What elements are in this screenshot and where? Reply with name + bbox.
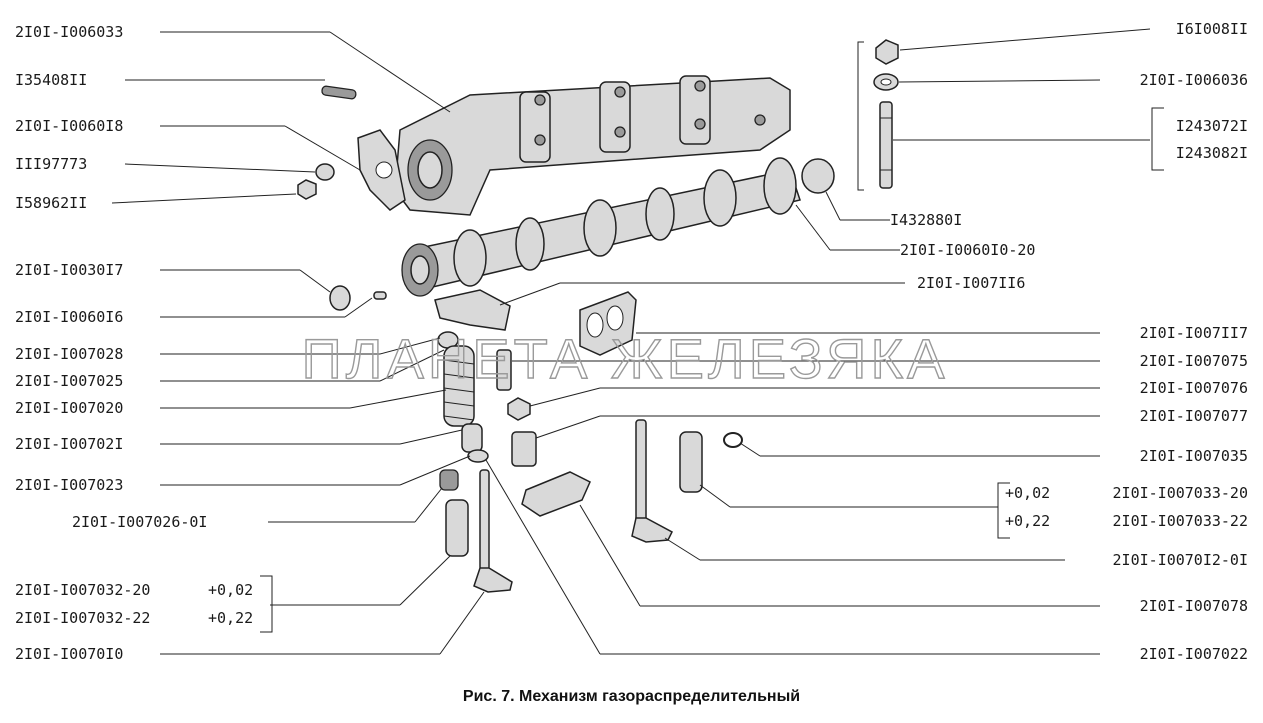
part-label: 2I0I-I007026-0I — [72, 513, 207, 531]
part-label: 2I0I-I007032-20 — [15, 581, 150, 599]
part-label: 2I0I-I0060I0-20 — [900, 241, 1035, 259]
part-label: III97773 — [15, 155, 87, 173]
part-label: 2I0I-I007025 — [15, 372, 123, 390]
part-label: I432880I — [890, 211, 962, 229]
stud-bracket — [857, 41, 864, 191]
tolerance-label: +0,02 — [208, 581, 253, 599]
stud-assembly — [873, 39, 899, 189]
tolerance-label: +0,02 — [1005, 484, 1050, 502]
gasket-plate — [357, 129, 406, 211]
tolerance-label: +0,22 — [208, 609, 253, 627]
labels-left: 2I0I-I006033 I35408II 2I0I-I0060I8 III97… — [15, 23, 253, 663]
part-label: 2I0I-I007II7 — [1140, 324, 1248, 342]
part-label: 2I0I-I0070I2-0I — [1113, 551, 1248, 569]
part-label: I243072I — [1176, 117, 1248, 135]
adjusting-bolt — [496, 349, 512, 391]
part-label: 2I0I-I006033 — [15, 23, 123, 41]
part-label: I6I008II — [1176, 20, 1248, 38]
part-label: I35408II — [15, 71, 87, 89]
part-label: 2I0I-I007II6 — [917, 274, 1025, 292]
part-label: 2I0I-I007022 — [1140, 645, 1248, 663]
valve-guide — [445, 499, 469, 557]
part-label: 2I0I-I0030I7 — [15, 261, 123, 279]
part-label: 2I0I-I007077 — [1140, 407, 1248, 425]
valve-spring-assembly — [437, 331, 489, 463]
part-label: 2I0I-I007076 — [1140, 379, 1248, 397]
pin-part — [321, 85, 357, 100]
part-label: I243082I — [1176, 144, 1248, 162]
labels-right: I6I008II 2I0I-I006036 I243072I I243082I … — [890, 20, 1248, 663]
part-label: 2I0I-I007075 — [1140, 352, 1248, 370]
part-label: 2I0I-I0070I0 — [15, 645, 123, 663]
part-label: 2I0I-I007032-22 — [15, 609, 150, 627]
exhaust-valve-guide — [679, 431, 703, 493]
leader-lines — [111, 28, 1164, 655]
watermark: ПЛАНЕТА ЖЕЛЕЗЯКА — [302, 327, 949, 390]
part-label: 2I0I-I007033-22 — [1113, 512, 1248, 530]
spring-clip — [579, 291, 637, 356]
bushing-sleeve — [511, 431, 537, 467]
part-label: 2I0I-I007033-20 — [1113, 484, 1248, 502]
part-label: 2I0I-I007078 — [1140, 597, 1248, 615]
part-label: 2I0I-I0060I6 — [15, 308, 123, 326]
small-pin-part — [373, 291, 387, 300]
plug-part — [801, 158, 835, 194]
part-label: 2I0I-I006036 — [1140, 71, 1248, 89]
retaining-plate — [521, 471, 591, 517]
part-label: 2I0I-I0060I8 — [15, 117, 123, 135]
intake-valve — [473, 469, 513, 593]
lock-nut — [507, 397, 531, 421]
part-label: I58962II — [15, 194, 87, 212]
part-label: 2I0I-I007028 — [15, 345, 123, 363]
part-label: 2I0I-I007020 — [15, 399, 123, 417]
valve-stem-seal — [439, 469, 459, 491]
figure-caption: Рис. 7. Механизм газораспределительный — [462, 688, 801, 705]
part-label: 2I0I-I007035 — [1140, 447, 1248, 465]
exhaust-valve — [631, 419, 673, 543]
nut-part — [297, 179, 317, 200]
washer-part — [315, 163, 335, 181]
tolerance-label: +0,22 — [1005, 512, 1050, 530]
part-label: 2I0I-I00702I — [15, 435, 123, 453]
camshaft — [401, 157, 801, 297]
rocker-arm — [434, 289, 511, 331]
camshaft-housing — [394, 75, 791, 216]
bushing-part — [329, 285, 351, 311]
o-ring — [723, 432, 743, 448]
part-label: 2I0I-I007023 — [15, 476, 123, 494]
